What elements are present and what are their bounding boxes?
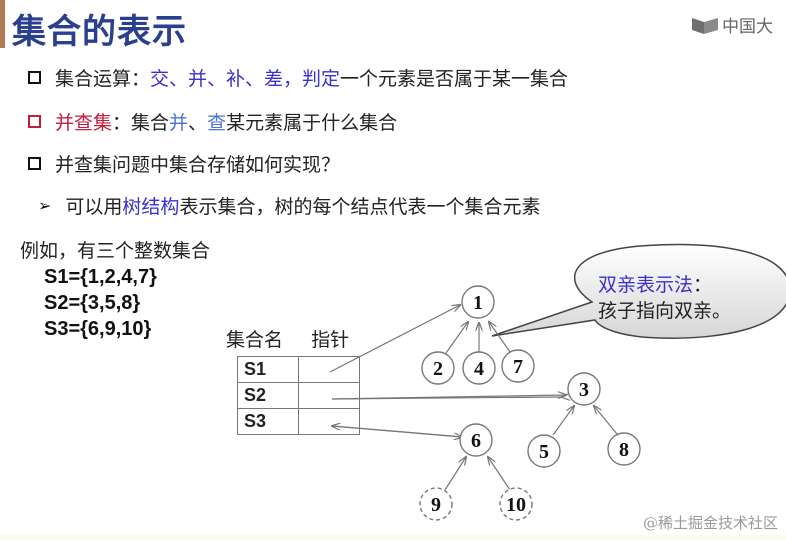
tree-node-5 [527, 434, 561, 468]
table-row: S2 [237, 382, 360, 409]
tree-node-2 [421, 351, 455, 385]
square-bullet-icon [28, 71, 41, 84]
set-s1: S1={1,2,4,7} [44, 266, 157, 288]
bullet-union-find: 并查集 ：集合 并 、 查 某元素属于什么集合 [28, 108, 397, 135]
tree-node-4 [462, 351, 496, 385]
bullet-storage-question: 并查集问题中集合存储如何实现？ [28, 150, 340, 177]
table-header: 集合名 指针 [226, 325, 371, 352]
callout-title: 双亲表示法 [598, 274, 694, 296]
tree-node-10 [499, 487, 533, 521]
arrow-bullet-icon: ➢ [38, 196, 52, 215]
square-bullet-red-icon [28, 115, 41, 128]
slide-title: 集合的表示 [12, 12, 187, 52]
node-label: 8 [619, 439, 629, 461]
header-set-name: 集合名 [226, 329, 284, 351]
set-s2: S2={3,5,8} [44, 292, 141, 314]
node-label: 2 [433, 358, 443, 380]
bullet-set-operations: 集合运算： 交、并、补、差，判定 一个元素是否属于某一集合 [28, 64, 568, 91]
callout-text: 双亲表示法： 孩子指向双亲。 [598, 274, 732, 322]
node-label: 7 [513, 356, 523, 378]
logo-text: 中国大 [722, 17, 773, 37]
node-label: 10 [506, 494, 526, 516]
tree-node-3 [567, 372, 601, 406]
university-logo: 中国大 [692, 12, 773, 37]
bullet-tree-structure: ➢ 可以用 树结构 表示集合，树的每个结点代表一个集合元素 [38, 196, 541, 218]
tree-node-7 [501, 349, 535, 383]
table-row: S1 [237, 356, 360, 383]
tree-node-9 [419, 487, 453, 521]
node-label: 6 [471, 430, 481, 452]
square-bullet-icon [28, 157, 41, 170]
book-logo-icon [692, 17, 718, 34]
callout-body: 孩子指向双亲。 [598, 300, 732, 322]
watermark: @稀土掘金技术社区 [642, 514, 778, 532]
table-row: S3 [237, 408, 360, 435]
node-label: 4 [474, 358, 484, 380]
bottom-strip [0, 535, 786, 540]
title-accent-bar [0, 0, 5, 48]
node-label: 1 [473, 292, 483, 314]
tree-node-6 [459, 423, 493, 457]
callout-bubble [491, 243, 786, 339]
set-s3: S3={6,9,10} [44, 318, 152, 340]
tree-node-1 [461, 285, 495, 319]
tree-node-8 [607, 432, 641, 466]
node-label: 9 [431, 494, 441, 516]
set-pointer-table: S1 S2 S3 [237, 356, 360, 435]
node-label: 5 [539, 441, 549, 463]
example-sets: S1={1,2,4,7} S2={3,5,8} S3={6,9,10} [44, 264, 157, 342]
header-pointer: 指针 [311, 329, 350, 351]
example-intro: 例如，有三个整数集合 [20, 240, 211, 262]
node-label: 3 [579, 379, 589, 401]
